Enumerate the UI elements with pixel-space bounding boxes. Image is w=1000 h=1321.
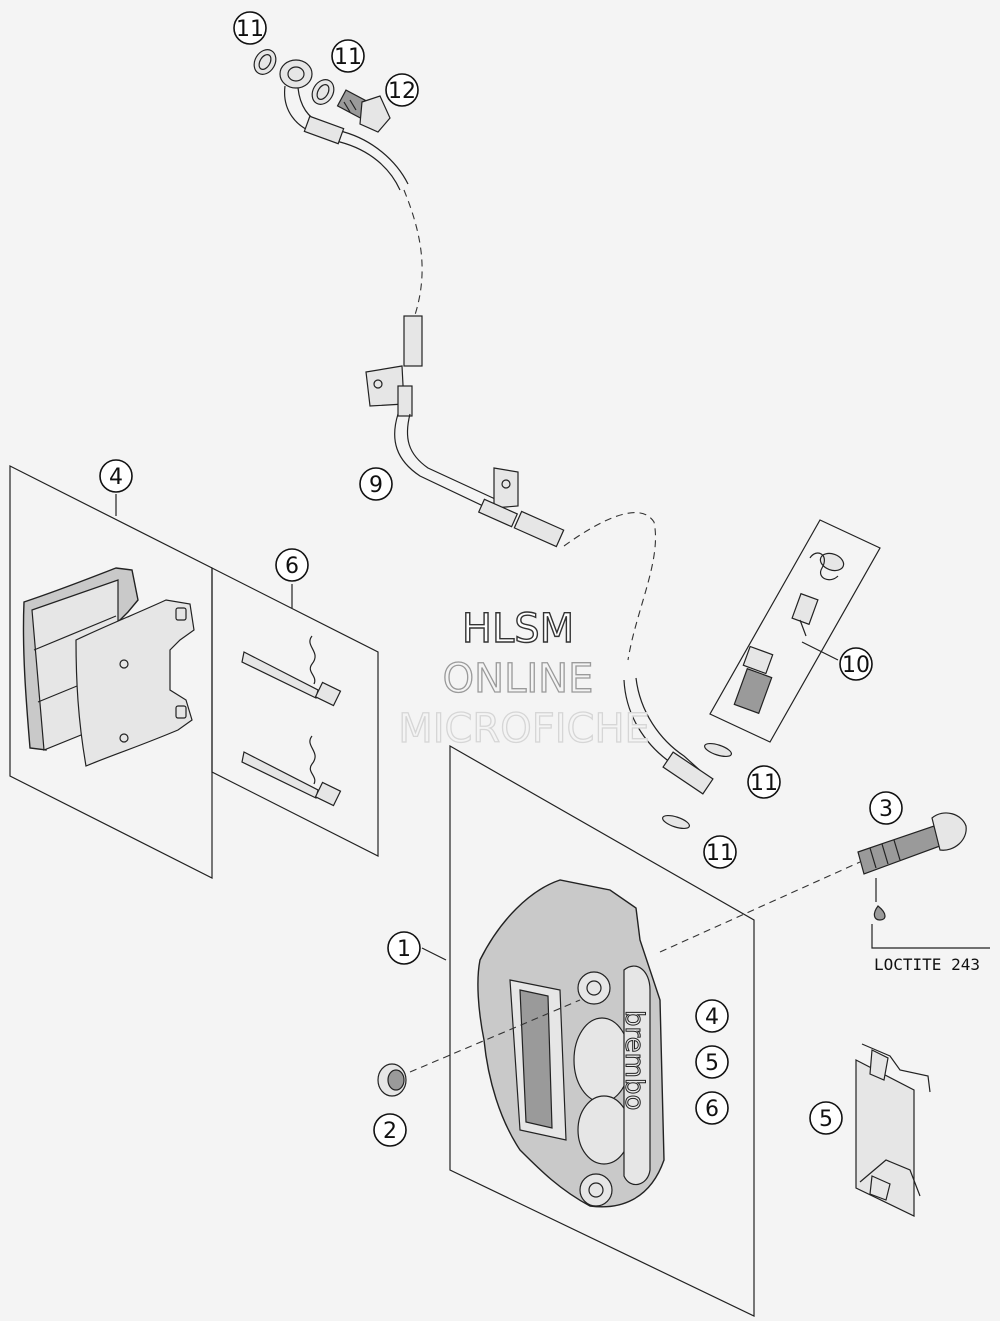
callout-4-b: 4 — [695, 999, 729, 1033]
callout-label: 11 — [706, 841, 734, 866]
panel-pad-pins — [211, 567, 379, 857]
callout-label: 11 — [750, 771, 778, 796]
banjo-fitting-top — [279, 59, 313, 89]
spacer-axis-line — [409, 999, 581, 1073]
callout-11-a: 11 — [233, 11, 267, 45]
callout-label: 3 — [879, 797, 893, 822]
brake-line-route-lower — [563, 512, 657, 661]
sealing-washers — [253, 49, 733, 830]
banjo-bolt — [336, 89, 391, 133]
line-clamp-upper — [403, 315, 423, 367]
bleeder-valve — [791, 592, 819, 626]
callout-3: 3 — [869, 791, 903, 825]
callout-label: 11 — [236, 17, 264, 42]
panel-1-outline — [449, 744, 755, 1317]
pad-pin-upper — [241, 651, 319, 699]
brake-pad-b — [75, 599, 195, 767]
caliper-brand-label: brembo — [619, 1010, 649, 1110]
brake-line — [279, 59, 714, 795]
callout-4-a: 4 — [99, 459, 133, 493]
callout-label: 4 — [705, 1005, 719, 1030]
watermark-line-3: MICROFICHE — [398, 706, 650, 752]
watermark-line-2: ONLINE — [443, 656, 594, 702]
callout-9: 9 — [359, 467, 393, 501]
callout-label: 2 — [383, 1119, 397, 1144]
watermark-line-1: HLSM — [462, 606, 574, 652]
callout-2: 2 — [373, 1113, 407, 1147]
callout-6-b: 6 — [695, 1091, 729, 1125]
callout-label: 5 — [819, 1107, 833, 1132]
callout-label: 1 — [397, 937, 411, 962]
loctite-note: LOCTITE 243 — [874, 955, 980, 974]
bolt-axis-line — [659, 861, 861, 953]
callout-12: 12 — [385, 73, 419, 107]
callout-5-a: 5 — [695, 1045, 729, 1079]
bleeder-screw — [733, 667, 773, 715]
pad-pin-lower — [241, 751, 319, 799]
panel-bleeder-kit — [709, 519, 881, 743]
watermark: HLSM ONLINE MICROFICHE — [398, 605, 651, 752]
callout-label: 4 — [109, 465, 123, 490]
callout-10: 10 — [839, 647, 873, 681]
callout-11-b: 11 — [331, 39, 365, 73]
callout-6-a: 6 — [275, 548, 309, 582]
callout-11-d: 11 — [703, 835, 737, 869]
panel-6-outline — [211, 567, 379, 857]
callout-5-b: 5 — [809, 1101, 843, 1135]
callout-label: 12 — [388, 79, 416, 104]
panel-4-outline — [9, 465, 213, 879]
spacer-bushing — [377, 1063, 407, 1097]
caliper-bolt — [857, 812, 990, 949]
callout-label: 10 — [842, 653, 870, 678]
panel-brake-pads — [9, 465, 213, 879]
callout-label: 6 — [285, 554, 299, 579]
callout-label: 9 — [369, 473, 383, 498]
pad-spring — [855, 1043, 931, 1217]
panel-10-outline — [709, 519, 881, 743]
callout-11-c: 11 — [747, 765, 781, 799]
brake-line-route-upper — [403, 189, 423, 319]
callout-label: 6 — [705, 1097, 719, 1122]
panel-caliper: brembo — [421, 744, 755, 1317]
callout-label: 5 — [705, 1051, 719, 1076]
callout-label: 11 — [334, 45, 362, 70]
loctite-drop — [873, 905, 886, 921]
callout-1: 1 — [387, 931, 421, 965]
